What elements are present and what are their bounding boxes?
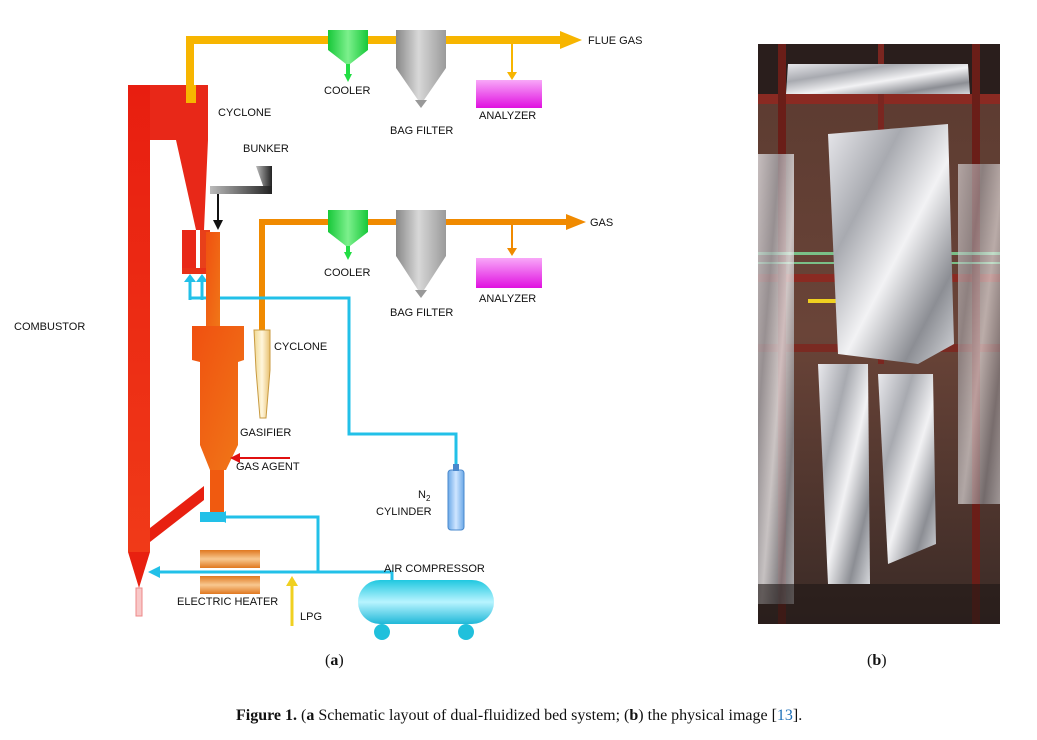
cyclone-mid <box>253 329 271 419</box>
gasifier <box>192 232 244 522</box>
bunker <box>210 166 272 230</box>
cyclone-top-label: CYCLONE <box>218 107 271 119</box>
physical-image <box>758 44 1000 624</box>
cooler-top <box>328 30 368 82</box>
bunker-label: BUNKER <box>243 143 289 155</box>
combustor-label: COMBUSTOR <box>14 321 85 333</box>
electric-heater <box>200 550 260 594</box>
cooler-top-label: COOLER <box>324 85 371 97</box>
gas-agent-arrow <box>230 453 290 463</box>
schematic-diagram: FLUE GAS COOLER BAG FILTER ANALYZER GAS … <box>14 30 642 640</box>
flue-gas-label: FLUE GAS <box>588 35 642 47</box>
figure-number: Figure 1. <box>236 707 298 724</box>
gas-agent-label: GAS AGENT <box>236 461 300 473</box>
cylinder-label: CYLINDER <box>376 506 432 518</box>
subfigure-b-label: (b) <box>867 652 887 669</box>
analyzer-top-label: ANALYZER <box>479 110 536 122</box>
subfigure-a-label: (a) <box>325 652 344 669</box>
cyclone-top <box>150 85 210 274</box>
gasifier-label: GASIFIER <box>240 427 291 439</box>
reference-link[interactable]: 13 <box>776 707 793 724</box>
air-compressor-label: AIR COMPRESSOR <box>384 563 485 575</box>
combustor <box>128 85 204 617</box>
bag-filter-mid <box>396 210 446 298</box>
flue-gas-line <box>186 31 582 85</box>
lpg-arrow <box>286 576 298 626</box>
n2-label: N2 <box>418 489 431 503</box>
electric-heater-label: ELECTRIC HEATER <box>177 596 278 608</box>
air-compressor <box>358 580 494 640</box>
gas-label: GAS <box>590 217 613 229</box>
cooler-mid <box>328 210 368 260</box>
cooler-mid-label: COOLER <box>324 267 371 279</box>
bag-filter-mid-label: BAG FILTER <box>390 307 453 319</box>
figure-caption: Figure 1. (a Schematic layout of dual-fl… <box>236 707 803 724</box>
product-gas-line <box>259 214 586 330</box>
bag-filter-top <box>396 30 446 108</box>
lpg-label: LPG <box>300 611 322 623</box>
air-lines <box>160 282 458 580</box>
analyzer-top <box>476 80 542 108</box>
bag-filter-top-label: BAG FILTER <box>390 125 453 137</box>
cyclone-mid-label: CYCLONE <box>274 341 327 353</box>
analyzer-mid-label: ANALYZER <box>479 293 536 305</box>
n2-cylinder <box>447 464 465 531</box>
analyzer-mid <box>476 258 542 288</box>
